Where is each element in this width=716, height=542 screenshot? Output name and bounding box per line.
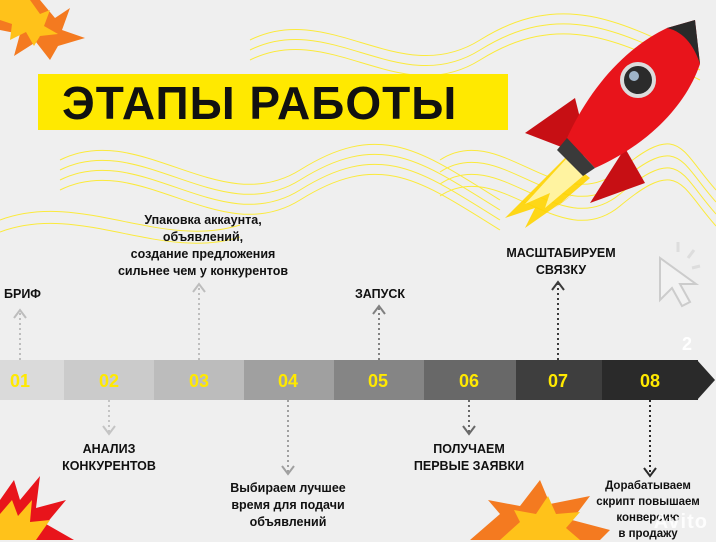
step-number-07: 07: [547, 371, 569, 391]
cursor-icon: [659, 242, 701, 308]
timeline-segment-05: [334, 360, 424, 400]
page-title: ЭТАПЫ РАБОТЫ: [62, 77, 458, 129]
step-number-01: 01: [9, 371, 31, 391]
step-label-05: ЗАПУСК: [354, 287, 406, 301]
rocket-illustration: [505, 20, 700, 228]
timeline-segment-08: [602, 360, 698, 400]
timeline-segment-06: [424, 360, 516, 400]
step-number-04: 04: [277, 371, 299, 391]
step-label-03: Упаковка аккаунта, объявлений, создание …: [117, 213, 289, 278]
step-label-01: БРИФ: [4, 287, 41, 301]
timeline-segment-01: [0, 360, 64, 400]
step-label-07: МАСШТАБИРУЕМ СВЯЗКУ: [506, 246, 616, 277]
timeline-segment-07: [516, 360, 602, 400]
step-label-04: Выбираем лучшее время для подачи объявле…: [230, 481, 346, 529]
rocket-fin-right: [590, 148, 645, 203]
step-number-06: 06: [458, 371, 480, 391]
title-highlight: [38, 74, 508, 130]
step-number-08: 08: [639, 371, 661, 391]
rocket-window: [620, 62, 656, 98]
step-label-06: ПОЛУЧАЕМ ПЕРВЫЕ ЗАЯВКИ: [413, 442, 525, 473]
yellow-wave-lines: [0, 13, 716, 244]
corner-badge: 2: [682, 334, 693, 354]
timeline-segment-04: [244, 360, 334, 400]
timeline-bar: 01 02 03 04 05 06 07 08: [0, 360, 716, 400]
step-number-03: 03: [188, 371, 210, 391]
timeline-arrow-tip: [697, 360, 715, 400]
step-label-02: АНАЛИЗ КОНКУРЕНТОВ: [62, 442, 156, 473]
timeline-segment-02: [64, 360, 154, 400]
step-label-08: Дорабатываем скрипт повышаем конверсию в…: [596, 480, 700, 540]
step-number-05: 05: [367, 371, 389, 391]
timeline-segment-03: [154, 360, 244, 400]
watermark-logo: Avito: [653, 511, 708, 533]
step-number-02: 02: [98, 371, 120, 391]
